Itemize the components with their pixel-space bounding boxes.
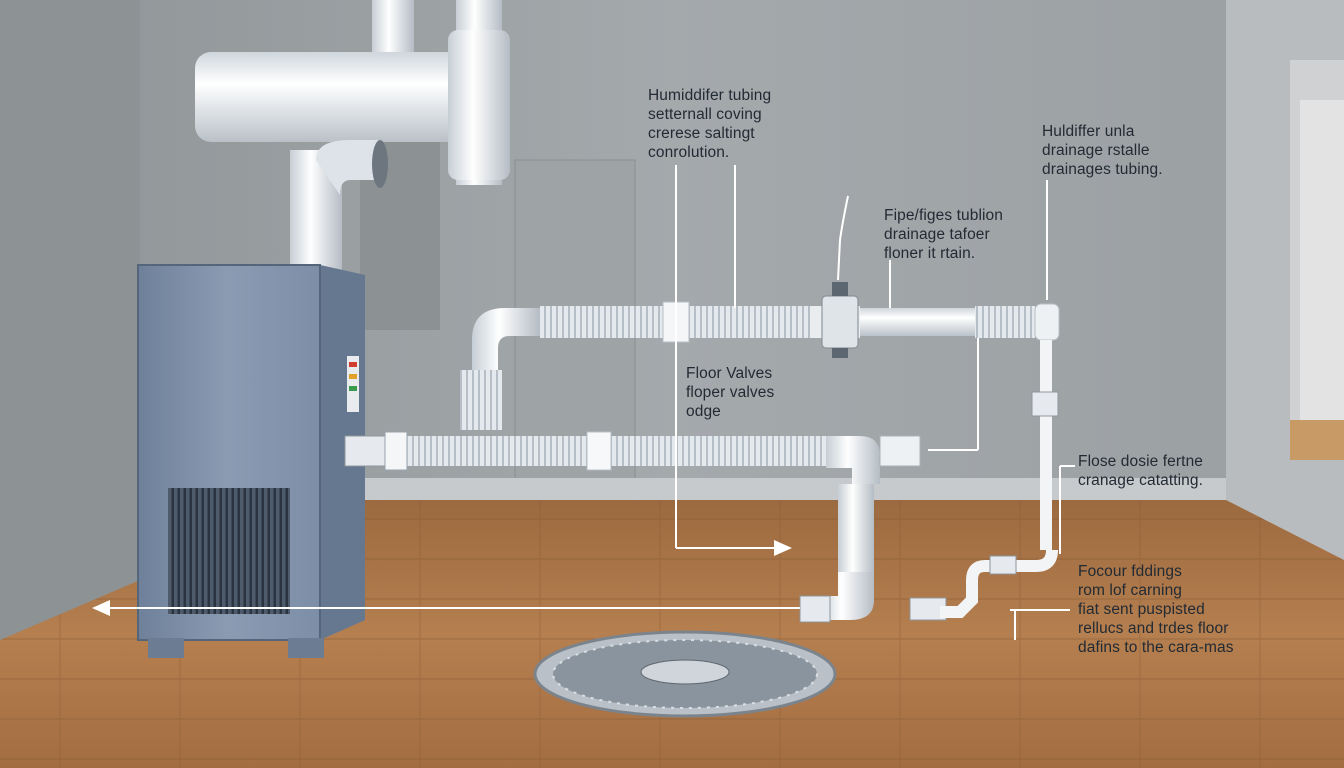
unit-vent-grille <box>168 488 290 614</box>
label-drainage-catching: Flose dosie fertne cranage catatting. <box>1078 453 1204 489</box>
floor-drain-icon <box>533 630 837 718</box>
arrow-right-icon <box>774 540 792 556</box>
label-humidifier-tubing: Humiddifer tubing setternall coving crer… <box>648 87 772 161</box>
arrow-left-icon <box>92 600 110 616</box>
humidifier-unit-icon <box>137 264 365 658</box>
lower-drain-pipe <box>344 431 947 623</box>
valve-icon <box>821 282 859 358</box>
ceiling-duct-horizontal <box>195 52 475 142</box>
leader-lines <box>96 165 1075 640</box>
label-pipe-fittings: Fipe/figes tublion drainage tafoer flone… <box>884 207 1003 262</box>
label-drainage-tubing: Huldiffer unla drainage rstalle drainage… <box>1042 123 1163 178</box>
label-floor-fittings: Focour fddings rom lof carning fiat sent… <box>1078 563 1234 656</box>
label-floor-valves: Floor Valves floper valves odge <box>686 365 775 420</box>
right-drain-riser <box>940 340 1059 618</box>
left-wall-corner <box>0 0 140 640</box>
unit-control-panel <box>347 356 359 412</box>
